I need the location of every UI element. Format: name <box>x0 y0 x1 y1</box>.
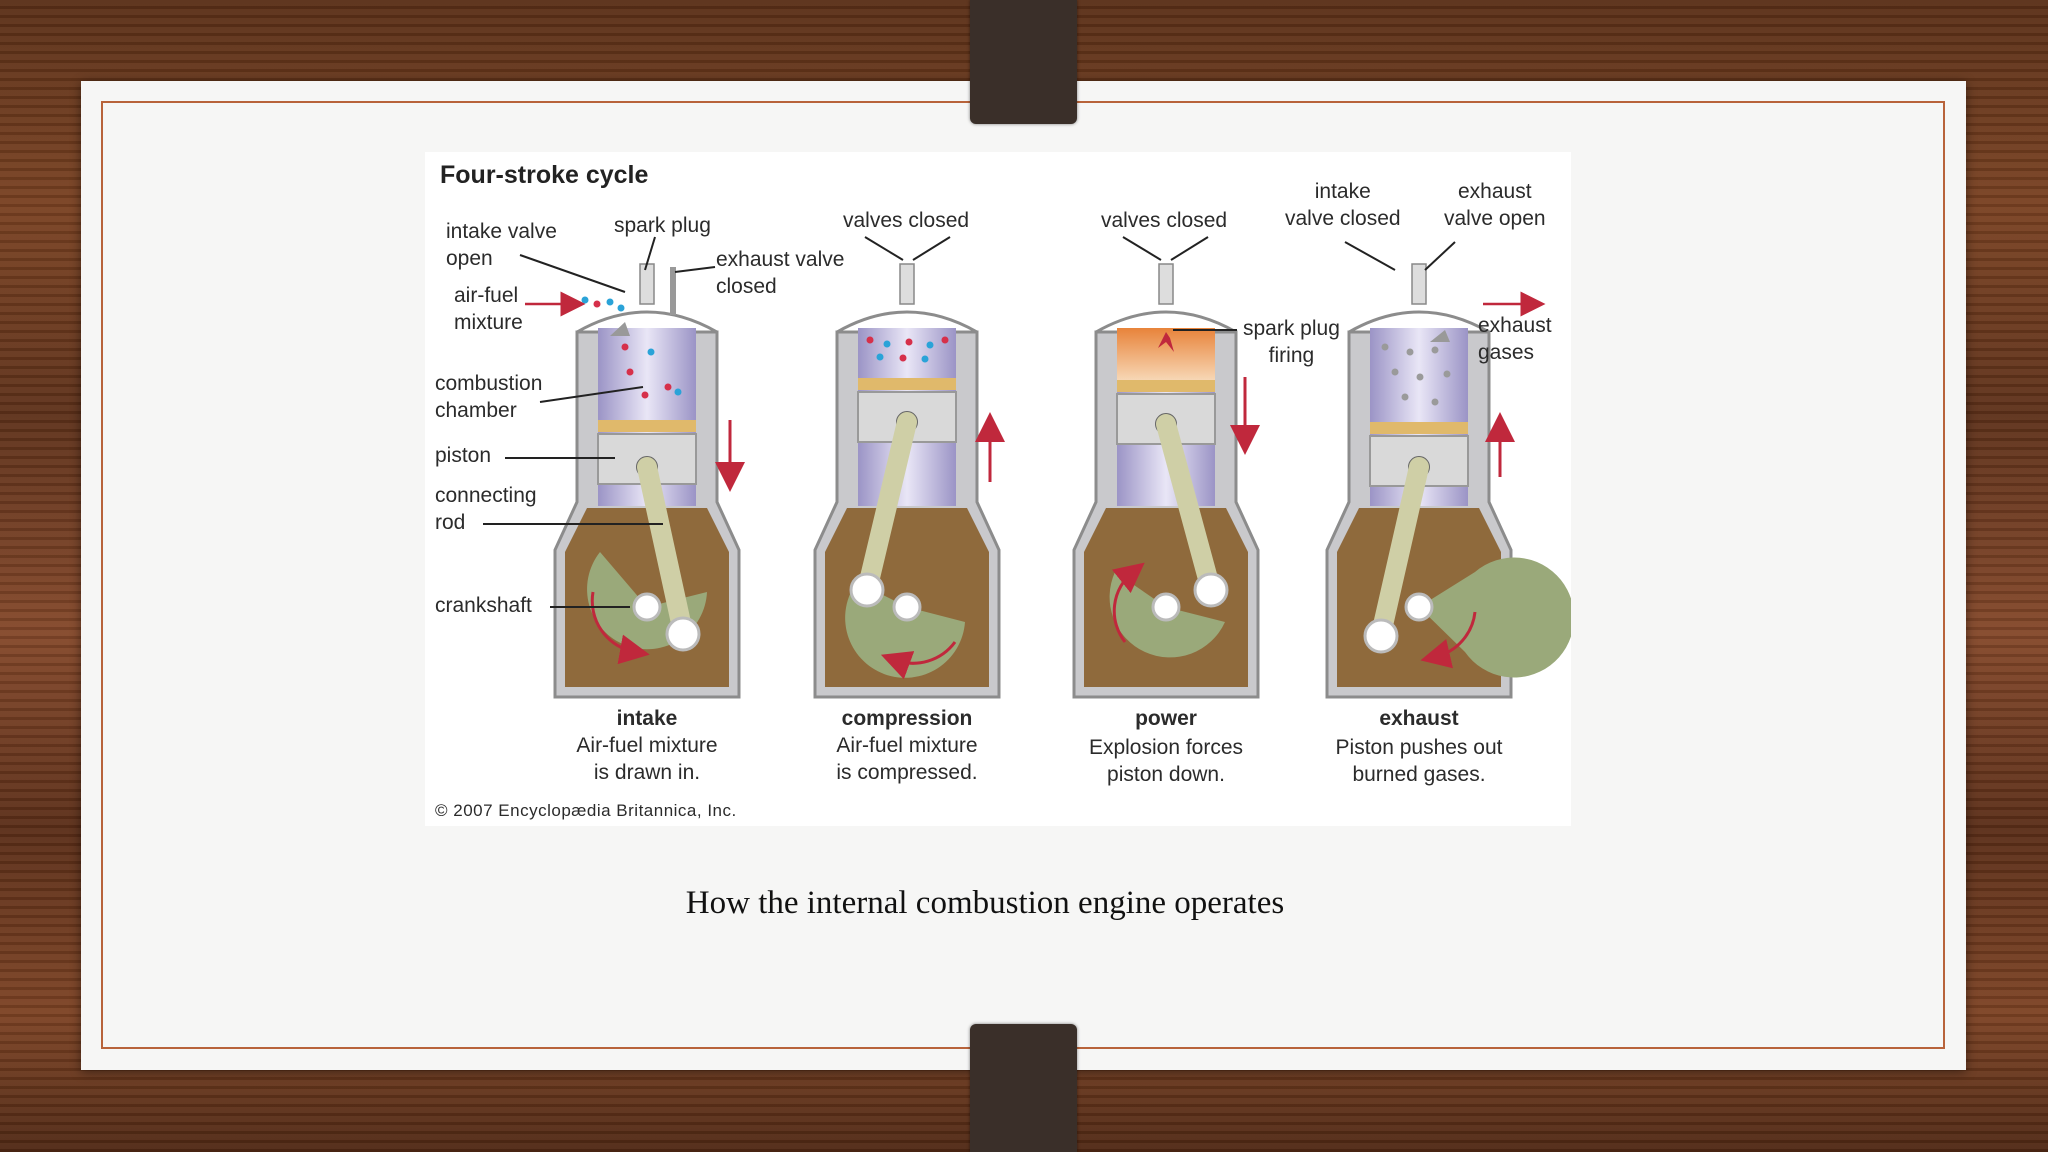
stroke-desc-compression: Air-fuel mixture is compressed. <box>836 734 978 784</box>
engine-compression <box>813 263 1005 699</box>
stroke-name-power: power <box>1135 707 1197 730</box>
label-piston: piston <box>435 444 492 467</box>
engine-intake <box>525 263 745 699</box>
diagram-title: Four-stroke cycle <box>440 161 649 189</box>
stroke-desc-exhaust: Piston pushes out burned gases. <box>1335 736 1503 786</box>
slide-caption: How the internal combustion engine opera… <box>685 885 1285 921</box>
label-exhaust-gases: exhaust gases <box>1478 314 1552 364</box>
binder-strap-bottom <box>970 1024 1077 1152</box>
label-spark-plug: spark plug <box>614 214 711 237</box>
label-air-fuel-mixture: air-fuel mixture <box>454 284 523 334</box>
stroke-name-exhaust: exhaust <box>1379 707 1459 730</box>
fuel-droplets <box>581 296 682 399</box>
label-exhaust-valve-closed: exhaust valve closed <box>716 248 845 298</box>
binder-strap-top <box>970 0 1077 124</box>
stroke-name-intake: intake <box>616 707 678 730</box>
label-intake-valve-open: intake valve open <box>446 220 557 270</box>
stroke-desc-intake: Air-fuel mixture is drawn in. <box>576 734 718 784</box>
stroke-desc-power: Explosion forces piston down. <box>1088 736 1244 786</box>
engine-illustration <box>483 236 1571 699</box>
label-connecting-rod: connecting rod <box>435 484 537 534</box>
stroke-name-compression: compression <box>841 707 973 730</box>
engine-exhaust <box>1325 263 1571 699</box>
engine-power <box>1072 263 1260 699</box>
label-spark-plug-firing: spark plug firing <box>1243 317 1340 367</box>
label-combustion-chamber: combustion chamber <box>435 372 543 422</box>
label-intake-valve-closed: intake valve closed <box>1285 180 1401 230</box>
copyright-notice: © 2007 Encyclopædia Britannica, Inc. <box>435 801 737 820</box>
four-stroke-diagram: Four-stroke cycle intake valve open spar… <box>425 152 1571 826</box>
leader-lines <box>483 236 1456 608</box>
label-exhaust-valve-open: exhaust valve open <box>1444 180 1546 230</box>
label-valves-closed-compression: valves closed <box>843 209 970 232</box>
label-crankshaft: crankshaft <box>435 594 532 617</box>
label-valves-closed-power: valves closed <box>1101 209 1228 232</box>
